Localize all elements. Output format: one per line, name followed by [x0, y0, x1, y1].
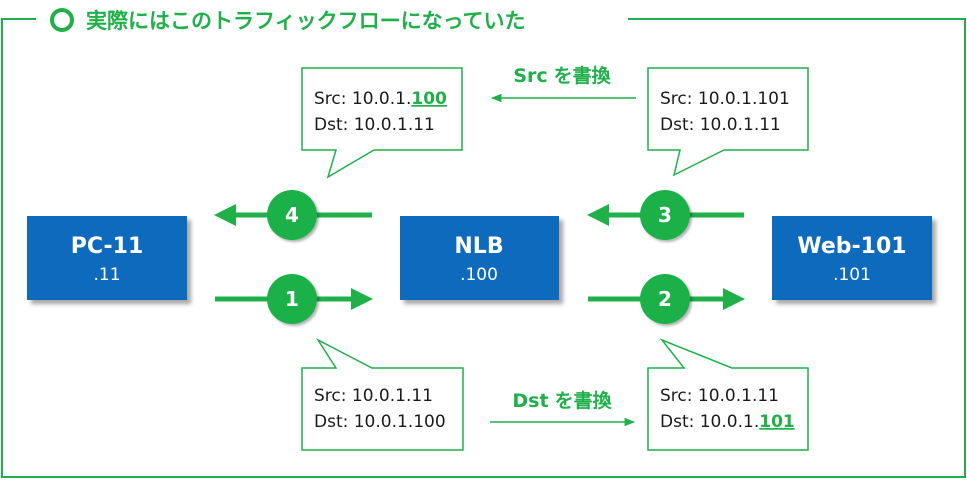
- node-nlb-name: NLB: [454, 234, 503, 259]
- node-nlb-addr: .100: [460, 265, 498, 285]
- step-badge-4: 4: [267, 190, 317, 240]
- callout-dst-line: Dst: 10.0.1.101: [660, 412, 795, 432]
- frame-title: 実際にはこのトラフィックフローになっていた: [50, 8, 526, 33]
- callout-bottom-right: Src: 10.0.1.11 Dst: 10.0.1.101: [647, 338, 809, 451]
- step-badge-1: 1: [267, 274, 317, 324]
- callout-dst-line: Dst: 10.0.1.11: [660, 115, 781, 135]
- callout-src-line: Src: 10.0.1.100: [314, 89, 447, 109]
- node-web-name: Web-101: [797, 234, 906, 259]
- callout-top-right: Src: 10.0.1.101 Dst: 10.0.1.11: [647, 67, 809, 177]
- step-badge-2: 2: [640, 274, 690, 324]
- node-pc-addr: .11: [93, 265, 120, 285]
- callout-dst-line: Dst: 10.0.1.11: [314, 115, 435, 135]
- frame-title-text: 実際にはこのトラフィックフローになっていた: [86, 9, 526, 33]
- node-web: [772, 216, 932, 300]
- callout-bottom-left: Src: 10.0.1.11 Dst: 10.0.1.100: [301, 338, 464, 451]
- step-number: 2: [658, 287, 672, 311]
- node-web-addr: .101: [833, 265, 871, 285]
- circle-outline-icon: [50, 8, 74, 32]
- frame-border: [1, 18, 966, 478]
- step-number: 3: [658, 203, 672, 227]
- highlight-octet: 101: [759, 412, 795, 432]
- node-pc-name: PC-11: [71, 234, 144, 259]
- highlight-octet: 100: [411, 89, 447, 109]
- step-number: 1: [285, 287, 299, 311]
- callout-src-line: Src: 10.0.1.11: [660, 386, 779, 406]
- node-pc: [27, 216, 187, 300]
- callout-src-line: Src: 10.0.1.11: [314, 386, 433, 406]
- callout-src-line: Src: 10.0.1.101: [660, 89, 790, 109]
- step-number: 4: [285, 203, 299, 227]
- callout-dst-line: Dst: 10.0.1.100: [314, 412, 446, 432]
- node-nlb: [400, 216, 559, 300]
- callout-top-left: Src: 10.0.1.100 Dst: 10.0.1.11: [301, 67, 463, 179]
- step-badge-3: 3: [640, 190, 690, 240]
